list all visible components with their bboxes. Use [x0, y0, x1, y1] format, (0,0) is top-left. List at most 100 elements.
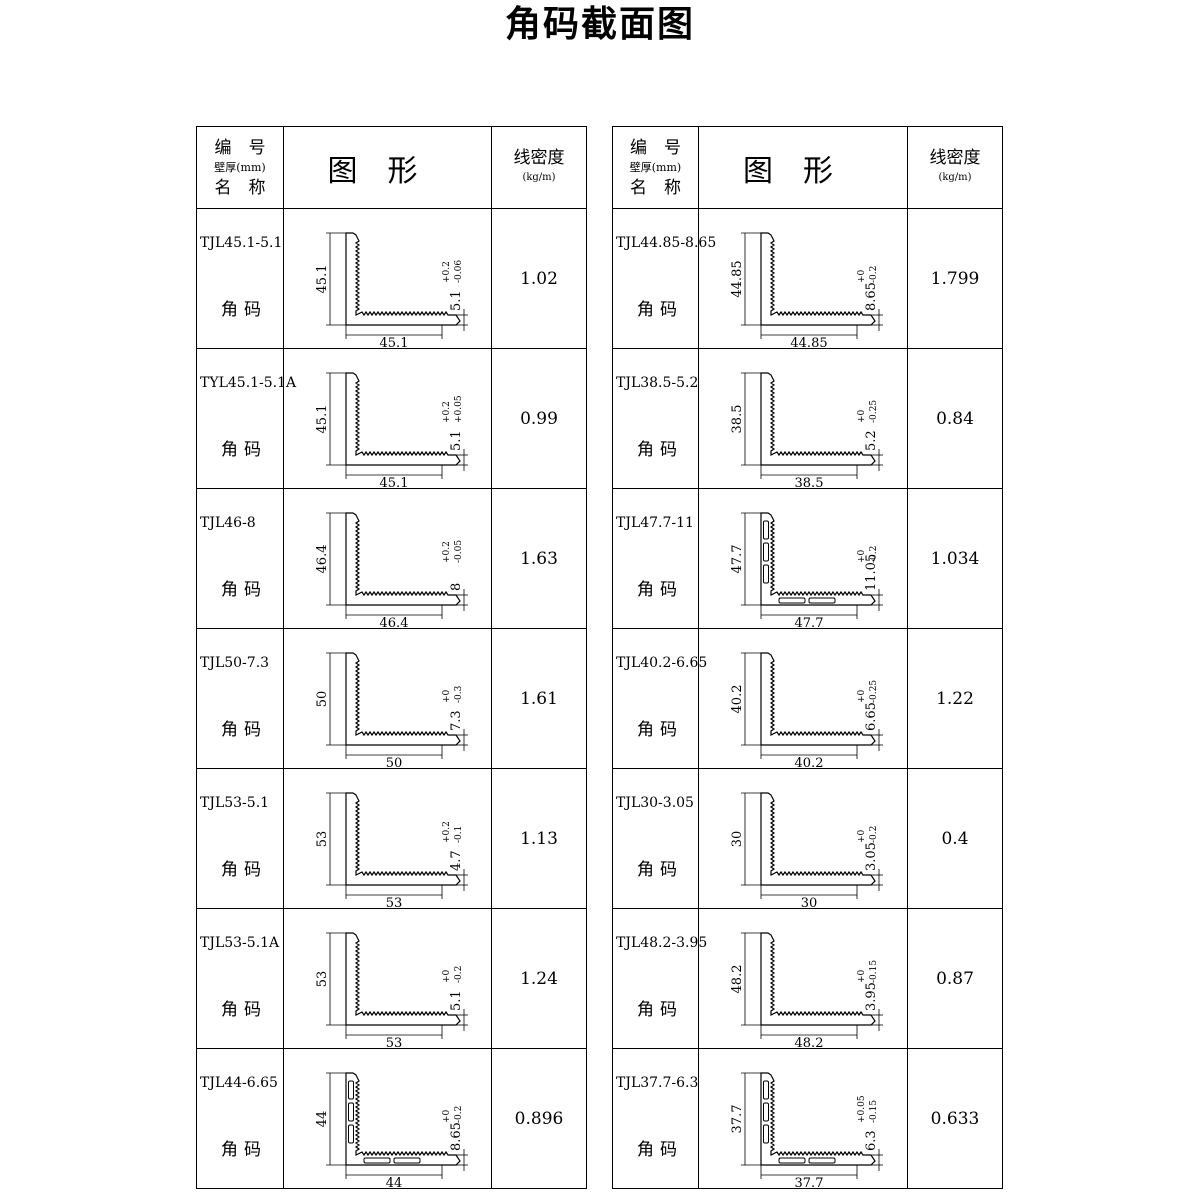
header-code-label: 编 号 [630, 137, 681, 158]
dim-height-label: 53 [315, 830, 330, 847]
tolerance-upper: +0 [442, 1109, 452, 1123]
profile-cavity [363, 1157, 391, 1163]
profile-code: TJL53-5.1A [200, 935, 280, 951]
profile-cavity [348, 1124, 354, 1143]
profile-code: TJL46-8 [200, 515, 256, 531]
profile-cavity [778, 597, 806, 603]
tolerance-lower: -0.25 [869, 679, 879, 702]
header-name-label: 名 称 [630, 177, 681, 198]
dim-thickness-label: 7.3 [449, 710, 464, 731]
profile-path [345, 791, 461, 886]
profile-outline [760, 231, 876, 326]
dimension-lines [741, 372, 883, 479]
code-cell: TJL53-5.1A 角码 [196, 908, 284, 1049]
left-table: 编 号 壁厚(mm) 名 称 图形 线密度 (kg/m) TJL45.1-5.1… [196, 126, 587, 1189]
density-value: 1.24 [491, 908, 587, 1049]
tolerance-lower: -0.1 [454, 825, 464, 842]
dim-thickness-group: 4.7 +0.2-0.1 [442, 821, 464, 871]
right-table: 编 号 壁厚(mm) 名 称 图形 线密度 (kg/m) TJL44.85-8.… [612, 126, 1003, 1189]
tolerance-upper: +0.2 [442, 821, 452, 843]
tolerance-upper: +0.2 [442, 401, 452, 423]
profile-drawing: 45.145.15.1+0.2+0.05 [315, 371, 468, 487]
profile-cavity [348, 1102, 354, 1121]
profile-name: 角码 [221, 580, 267, 600]
dim-thickness-label: 3.95 [864, 982, 879, 1011]
tolerance-lower: -0.3 [454, 685, 464, 703]
dim-height-label: 53 [315, 970, 330, 987]
profile-cavity [808, 597, 836, 603]
dim-thickness-label: 11.05 [864, 553, 879, 590]
dim-thickness-label: 4.7 [449, 850, 464, 871]
profile-path [345, 1071, 461, 1166]
tolerance-upper: +0 [857, 689, 867, 703]
density-value: 1.22 [907, 628, 1003, 769]
dim-thickness-group: 11.05+0-0.2 [857, 545, 879, 590]
tolerance-lower: -0.15 [869, 959, 879, 982]
tolerance-upper: +0 [857, 549, 867, 563]
dim-thickness-label: 8 [449, 582, 464, 590]
profile-name: 角码 [221, 300, 267, 320]
dim-height-label: 48.2 [730, 964, 745, 993]
profile-drawing: 46.446.48+0.2-0.05 [315, 511, 468, 627]
profile-name: 角码 [221, 440, 267, 460]
dim-height-label: 30 [730, 830, 745, 847]
profile-name: 角码 [637, 440, 683, 460]
dim-thickness-group: 5.1+0-0.2 [442, 965, 464, 1010]
density-value: 0.4 [907, 768, 1003, 909]
code-cell: TJL46-8 角码 [196, 488, 284, 629]
dim-thickness-group: 6.65+0-0.25 [857, 679, 879, 730]
tolerance-lower: -0.15 [869, 1099, 879, 1122]
dim-thickness-group: 7.3 +0-0.3 [442, 685, 464, 731]
profile-cavity [763, 1124, 769, 1143]
profile-path [760, 231, 876, 326]
dim-thickness-label: 5.1 [449, 430, 464, 451]
profile-name: 角码 [637, 580, 683, 600]
profile-path [760, 931, 876, 1026]
profile-cavity [763, 542, 769, 561]
profile-outline [345, 931, 461, 1026]
dimension-lines [741, 512, 883, 619]
profile-outline [760, 651, 876, 746]
profile-drawing: 45.145.15.1+0.2-0.06 [315, 231, 468, 347]
profile-path [760, 371, 876, 466]
profile-outline [345, 1071, 461, 1166]
profile-name: 角码 [637, 300, 683, 320]
profile-cavity [808, 1157, 836, 1163]
dim-width-label: 44.85 [790, 336, 827, 347]
profile-path [345, 931, 461, 1026]
dim-width-label: 46.4 [380, 616, 409, 627]
density-value: 1.034 [907, 488, 1003, 629]
dim-height-label: 46.4 [315, 544, 330, 573]
tolerance-upper: +0 [442, 689, 452, 703]
profile-drawing: 38.538.55.2+0-0.25 [730, 371, 883, 487]
profile-name: 角码 [221, 1000, 267, 1020]
profile-name: 角码 [221, 860, 267, 880]
dim-thickness-label: 6.3 [864, 1130, 879, 1151]
header-density-cell: 线密度 (kg/m) [907, 126, 1003, 209]
profile-outline [760, 791, 876, 886]
dim-thickness-group: 6.3+0.05-0.15 [857, 1095, 879, 1151]
dim-thickness-label: 5.1 [449, 990, 464, 1011]
tolerance-lower: +0.05 [454, 395, 464, 423]
profile-name: 角码 [637, 860, 683, 880]
profile-code: TJL48.2-3.95 [616, 935, 708, 951]
profile-code: TYL45.1-5.1A [200, 375, 297, 391]
